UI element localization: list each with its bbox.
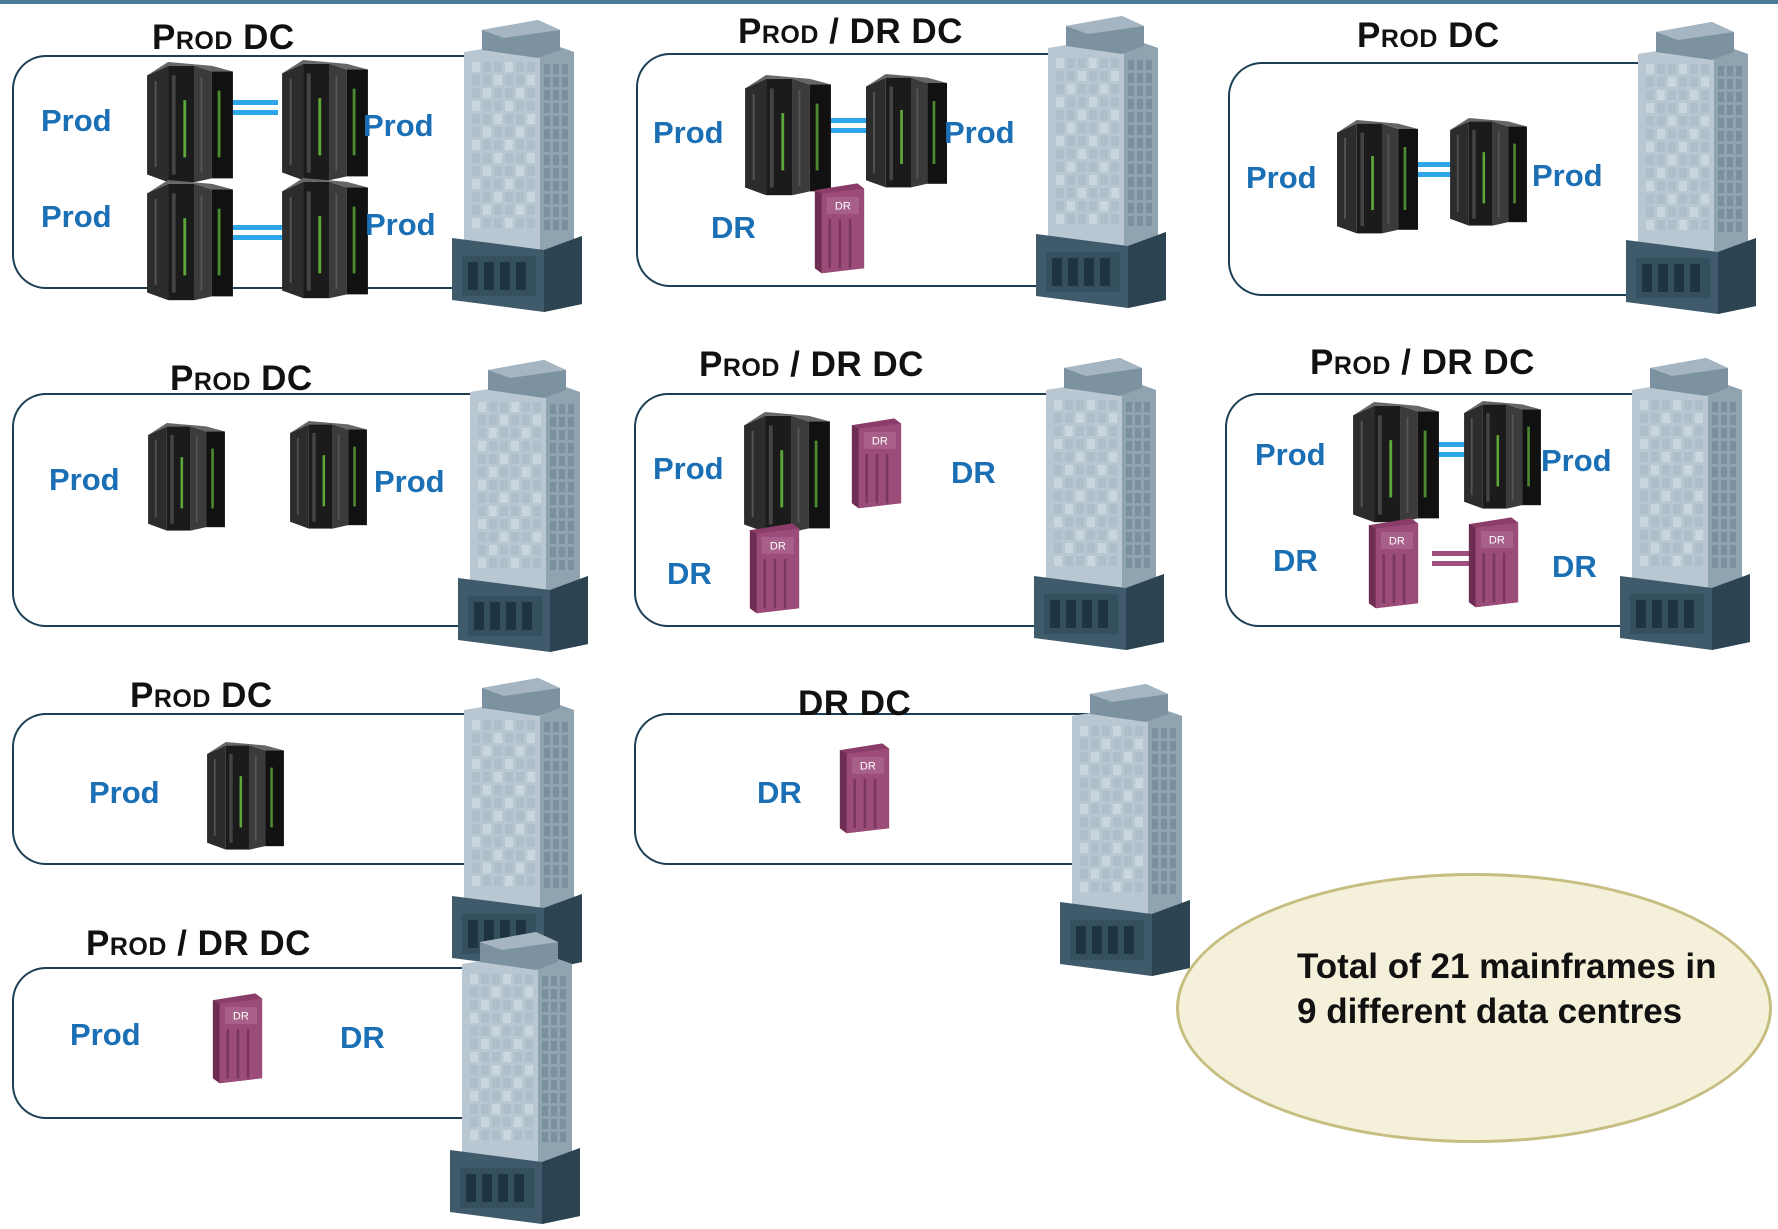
office-tower-icon — [458, 352, 588, 657]
mainframe-role-label: DR — [757, 775, 802, 810]
prod-link-line — [1407, 162, 1453, 167]
mainframe-role-label: DR — [951, 455, 996, 490]
office-tower-icon — [452, 12, 582, 317]
datacentre-title: Prod DC — [152, 18, 295, 57]
datacentre-frame — [12, 393, 479, 627]
mainframe-role-label: Prod — [41, 199, 112, 234]
maroon-dr-server-rack-icon: DR — [211, 990, 264, 1090]
mainframe-role-label: DR — [1273, 543, 1318, 578]
prod-link-line — [222, 100, 278, 105]
datacentre-title: Prod / DR DC — [1310, 343, 1535, 382]
mainframe-role-label: Prod — [1255, 437, 1326, 472]
black-server-rack-icon — [290, 421, 367, 537]
mainframe-role-label: Prod — [1541, 443, 1612, 478]
svg-text:DR: DR — [233, 1011, 249, 1023]
office-tower-icon — [1036, 8, 1166, 313]
datacentre-frame — [634, 713, 1101, 865]
black-server-rack-icon — [866, 74, 947, 196]
black-server-rack-icon — [1353, 402, 1439, 531]
mainframe-role-label: Prod — [944, 115, 1015, 150]
mainframe-role-label: Prod — [374, 464, 445, 499]
mainframe-role-label: Prod — [70, 1017, 141, 1052]
svg-text:DR: DR — [872, 436, 888, 448]
black-server-rack-icon — [147, 180, 233, 309]
prod-link-line — [812, 118, 868, 123]
svg-text:DR: DR — [835, 201, 851, 213]
summary-text: Total of 21 mainframes in 9 different da… — [1297, 947, 1717, 1031]
datacentre-title: Prod DC — [1357, 16, 1500, 55]
mainframe-role-label: DR — [340, 1020, 385, 1055]
black-server-rack-icon — [1464, 401, 1541, 517]
mainframe-role-label: Prod — [653, 451, 724, 486]
mainframe-role-label: Prod — [49, 462, 120, 497]
svg-text:DR: DR — [860, 761, 876, 773]
mainframe-role-label: DR — [711, 210, 756, 245]
datacentre-frame — [634, 393, 1076, 627]
office-tower-icon — [1626, 14, 1756, 319]
maroon-dr-server-rack-icon: DR — [838, 740, 891, 840]
mainframe-role-label: Prod — [1246, 160, 1317, 195]
datacentre-title: Prod / DR DC — [86, 924, 311, 963]
datacentre-frame — [1228, 62, 1670, 296]
black-server-rack-icon — [282, 60, 368, 189]
mainframe-role-label: Prod — [41, 103, 112, 138]
mainframe-role-label: Prod — [1532, 158, 1603, 193]
prod-link-line — [812, 128, 868, 133]
office-tower-icon — [1034, 350, 1164, 655]
office-tower-icon — [1060, 676, 1190, 981]
prod-link-line — [1421, 442, 1467, 447]
svg-text:DR: DR — [770, 541, 786, 553]
black-server-rack-icon — [745, 75, 831, 204]
maroon-dr-server-rack-icon: DR — [850, 415, 903, 515]
datacentre-frame — [1225, 393, 1672, 627]
black-server-rack-icon — [282, 178, 368, 307]
svg-text:DR: DR — [1389, 536, 1405, 548]
mainframe-role-label: DR — [1552, 549, 1597, 584]
prod-link-line — [218, 225, 282, 230]
black-server-rack-icon — [1337, 120, 1418, 242]
datacentre-title: Prod / DR DC — [699, 345, 924, 384]
datacentre-title: DR DC — [798, 684, 912, 723]
prod-link-line — [1407, 172, 1453, 177]
black-server-rack-icon — [744, 412, 830, 541]
datacentre-title: Prod / DR DC — [738, 12, 963, 51]
summary-ellipse — [1176, 873, 1772, 1143]
datacentre-title: Prod DC — [170, 359, 313, 398]
mainframe-role-label: Prod — [363, 108, 434, 143]
svg-text:DR: DR — [1489, 535, 1505, 547]
office-tower-icon — [452, 670, 582, 975]
maroon-dr-server-rack-icon: DR — [1467, 514, 1520, 614]
prod-link-line — [222, 110, 278, 115]
black-server-rack-icon — [147, 62, 233, 191]
black-server-rack-icon — [1450, 118, 1527, 234]
office-tower-icon — [1620, 350, 1750, 655]
datacentre-frame — [12, 55, 479, 289]
black-server-rack-icon — [148, 423, 225, 539]
prod-link-line — [218, 235, 282, 240]
dr-link-line — [1432, 561, 1472, 566]
prod-link-line — [1421, 452, 1467, 457]
maroon-dr-server-rack-icon: DR — [748, 520, 801, 620]
office-tower-icon — [450, 924, 580, 1229]
mainframe-role-label: Prod — [89, 775, 160, 810]
datacentre-title: Prod DC — [130, 676, 273, 715]
top-accent-bar — [0, 0, 1778, 4]
maroon-dr-server-rack-icon: DR — [813, 180, 866, 280]
mainframe-role-label: DR — [667, 556, 712, 591]
mainframe-role-label: Prod — [653, 115, 724, 150]
black-server-rack-icon — [207, 742, 284, 858]
maroon-dr-server-rack-icon: DR — [1367, 515, 1420, 615]
dr-link-line — [1432, 551, 1472, 556]
mainframe-role-label: Prod — [365, 207, 436, 242]
